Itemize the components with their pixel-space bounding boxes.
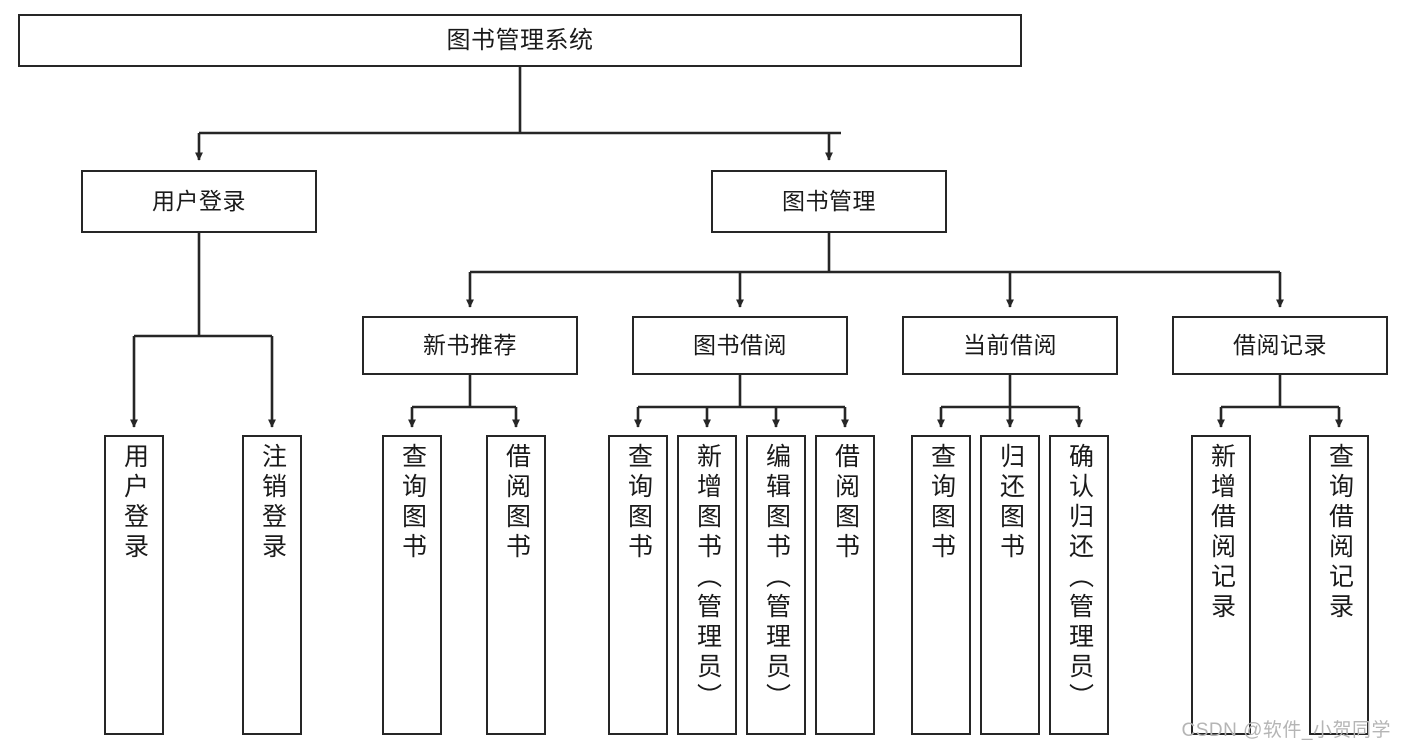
leaf-user-login-logout[interactable]: 注销登录: [242, 435, 302, 735]
node-user-login[interactable]: 用户登录: [81, 170, 317, 233]
node-label: 借阅记录: [1233, 332, 1327, 359]
node-label: 归还图书: [996, 443, 1025, 563]
node-label: 借阅图书: [502, 443, 531, 563]
node-label: 查询借阅记录: [1325, 443, 1354, 623]
node-root-book-management-system[interactable]: 图书管理系统: [18, 14, 1022, 67]
node-label: 查询图书: [624, 443, 653, 563]
node-label: 用户登录: [152, 188, 246, 215]
node-label: 新书推荐: [423, 332, 517, 359]
node-borrow-record[interactable]: 借阅记录: [1172, 316, 1388, 375]
leaf-borrow-record-query-record[interactable]: 查询借阅记录: [1309, 435, 1369, 735]
node-label: 确认归还（管理员）: [1065, 443, 1094, 713]
leaf-book-borrow-borrow-book[interactable]: 借阅图书: [815, 435, 875, 735]
node-label: 图书管理: [782, 188, 876, 215]
node-book-borrow[interactable]: 图书借阅: [632, 316, 848, 375]
leaf-book-borrow-query-book[interactable]: 查询图书: [608, 435, 668, 735]
node-book-management[interactable]: 图书管理: [711, 170, 947, 233]
node-label: 新增借阅记录: [1207, 443, 1236, 623]
leaf-current-borrow-query-book[interactable]: 查询图书: [911, 435, 971, 735]
node-label: 图书管理系统: [446, 26, 594, 54]
node-label: 编辑图书（管理员）: [762, 443, 791, 713]
leaf-borrow-record-add-record[interactable]: 新增借阅记录: [1191, 435, 1251, 735]
node-label: 查询图书: [927, 443, 956, 563]
node-label: 借阅图书: [831, 443, 860, 563]
leaf-book-borrow-add-book-admin[interactable]: 新增图书（管理员）: [677, 435, 737, 735]
leaf-new-book-query-book[interactable]: 查询图书: [382, 435, 442, 735]
leaf-user-login-login[interactable]: 用户登录: [104, 435, 164, 735]
node-label: 图书借阅: [693, 332, 787, 359]
node-new-book-recommend[interactable]: 新书推荐: [362, 316, 578, 375]
leaf-new-book-borrow-book[interactable]: 借阅图书: [486, 435, 546, 735]
node-label: 当前借阅: [963, 332, 1057, 359]
node-current-borrow[interactable]: 当前借阅: [902, 316, 1118, 375]
watermark: CSDN @软件_小贺同学: [1181, 720, 1391, 741]
node-label: 查询图书: [398, 443, 427, 563]
leaf-current-borrow-confirm-return-admin[interactable]: 确认归还（管理员）: [1049, 435, 1109, 735]
node-label: 新增图书（管理员）: [693, 443, 722, 713]
node-label: 注销登录: [258, 443, 287, 563]
node-label: 用户登录: [120, 443, 149, 563]
leaf-current-borrow-return-book[interactable]: 归还图书: [980, 435, 1040, 735]
leaf-book-borrow-edit-book-admin[interactable]: 编辑图书（管理员）: [746, 435, 806, 735]
